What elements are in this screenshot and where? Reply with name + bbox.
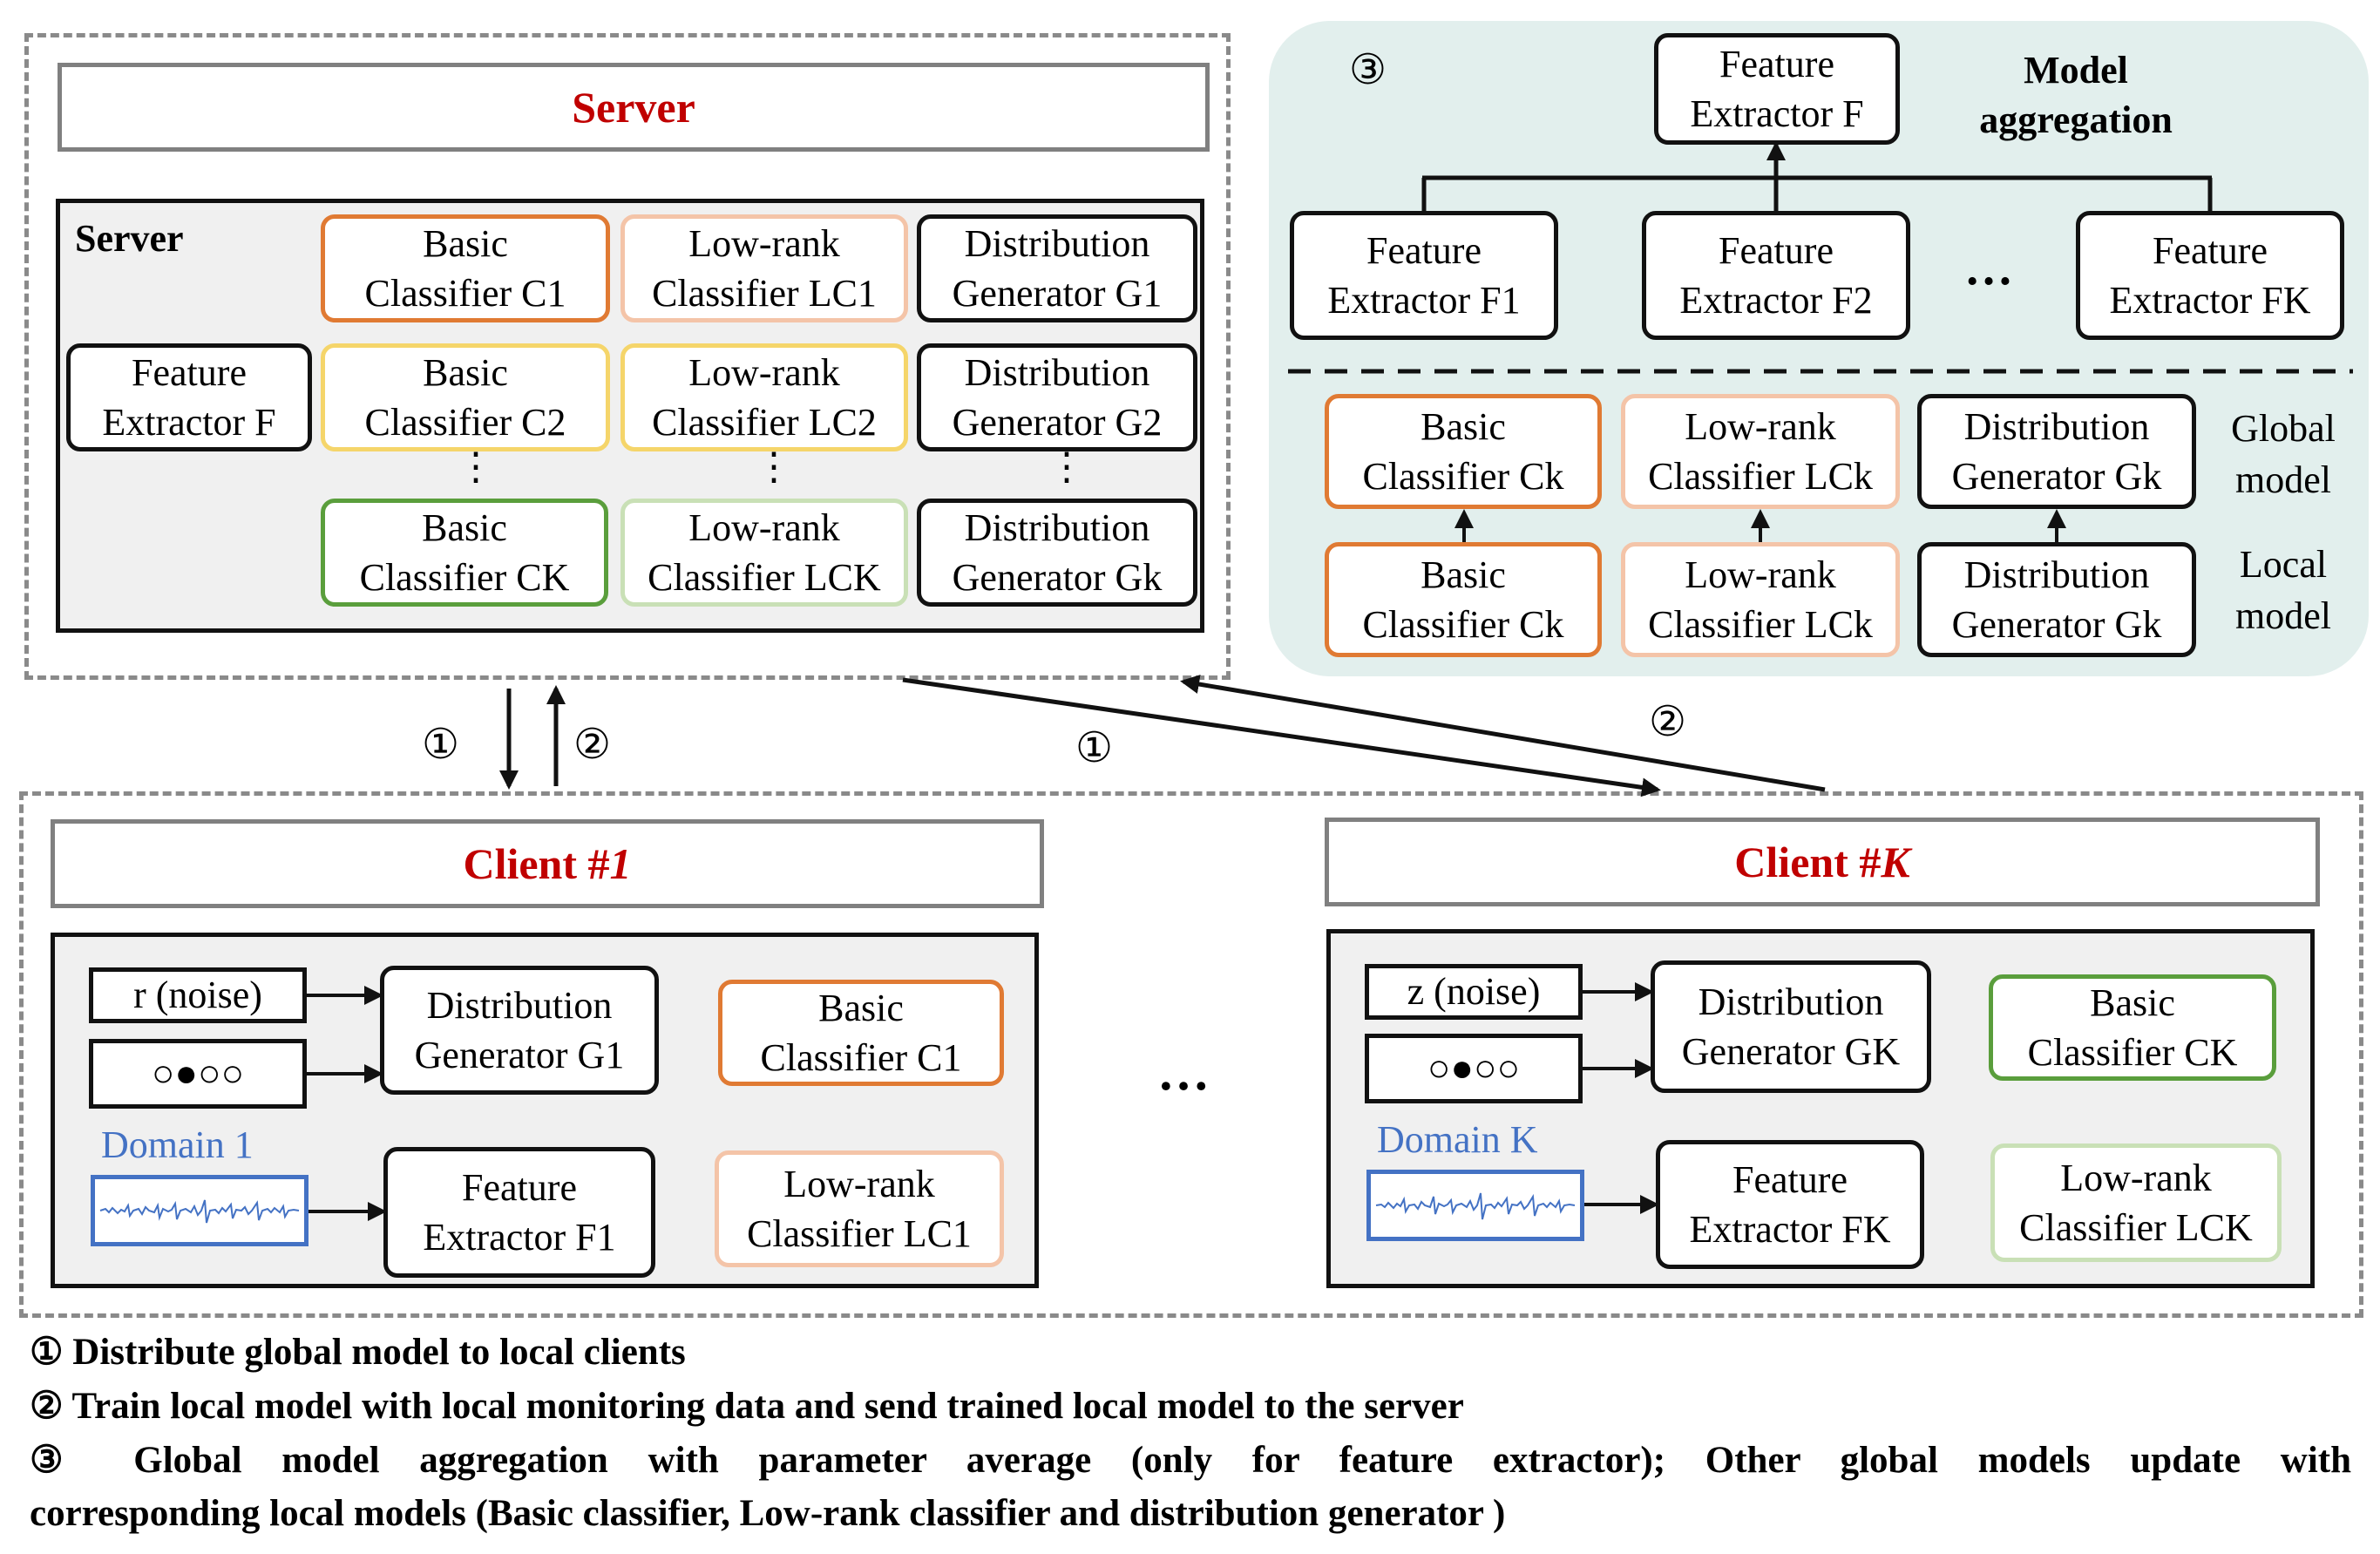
server-client1-arrows bbox=[499, 685, 566, 790]
client-k-title-bar: Client #K bbox=[1325, 818, 2320, 906]
client-k-domain-label: Domain K bbox=[1377, 1118, 1538, 1161]
server-vdots-1: ⋮ bbox=[457, 445, 495, 488]
aggregation-title: Model aggregation bbox=[1979, 49, 2173, 142]
server-feature-extractor: Feature Extractor F bbox=[66, 343, 312, 451]
client-1-title-bar: Client #1 bbox=[51, 819, 1044, 908]
step-1-label-left: ① bbox=[422, 722, 460, 768]
client-1-noise-input: r (noise) bbox=[89, 967, 307, 1023]
server-panel-label: Server bbox=[75, 217, 184, 260]
client-1-signal-waveform bbox=[91, 1175, 309, 1246]
client-1-internal-arrows bbox=[307, 986, 387, 1221]
legend-step-2: ② Train local model with local monitorin… bbox=[30, 1386, 1464, 1427]
client-k-waveform-svg bbox=[1375, 1192, 1576, 1220]
server-vdots-2: ⋮ bbox=[755, 445, 793, 488]
client-k-noise-input: z (noise) bbox=[1365, 964, 1583, 1020]
client-1-onehot-input: ○●○○ bbox=[89, 1039, 307, 1109]
server-clientk-arrows bbox=[902, 675, 1826, 797]
client-k-internal-arrows bbox=[1583, 982, 1659, 1214]
legend-step-3-line-1: ③ Global model aggregation with paramete… bbox=[30, 1440, 2351, 1481]
client-k-onehot-input: ○●○○ bbox=[1365, 1034, 1583, 1103]
client-1-waveform-svg bbox=[99, 1199, 300, 1224]
client-1-domain-label: Domain 1 bbox=[101, 1123, 254, 1166]
client-k-title: Client #K bbox=[1734, 838, 1910, 886]
aggregation-tree-connector bbox=[1421, 141, 2213, 211]
legend-step-3-line-2: corresponding local models (Basic classi… bbox=[30, 1493, 1506, 1534]
clients-hdots: … bbox=[1157, 1043, 1210, 1101]
local-model-label: Local model bbox=[2235, 543, 2331, 638]
extractor-hdots: … bbox=[1964, 241, 2013, 295]
client-1-title: Client #1 bbox=[463, 839, 632, 888]
server-vdots-3: ⋮ bbox=[1048, 445, 1086, 488]
clients-frame bbox=[19, 791, 2363, 1318]
aggregation-step-marker: ③ bbox=[1349, 47, 1387, 93]
server-frame bbox=[24, 33, 1231, 680]
local-to-global-arrows bbox=[1454, 509, 2066, 542]
step-2-label-left: ② bbox=[573, 722, 612, 768]
step-2-label-right: ② bbox=[1649, 699, 1687, 745]
client-k-signal-waveform bbox=[1366, 1170, 1584, 1241]
step-1-label-right: ① bbox=[1075, 725, 1114, 771]
server-title: Server bbox=[572, 83, 695, 132]
global-model-label: Global model bbox=[2231, 407, 2336, 502]
server-title-bar: Server bbox=[58, 63, 1210, 152]
legend-step-1: ① Distribute global model to local clien… bbox=[30, 1332, 686, 1373]
